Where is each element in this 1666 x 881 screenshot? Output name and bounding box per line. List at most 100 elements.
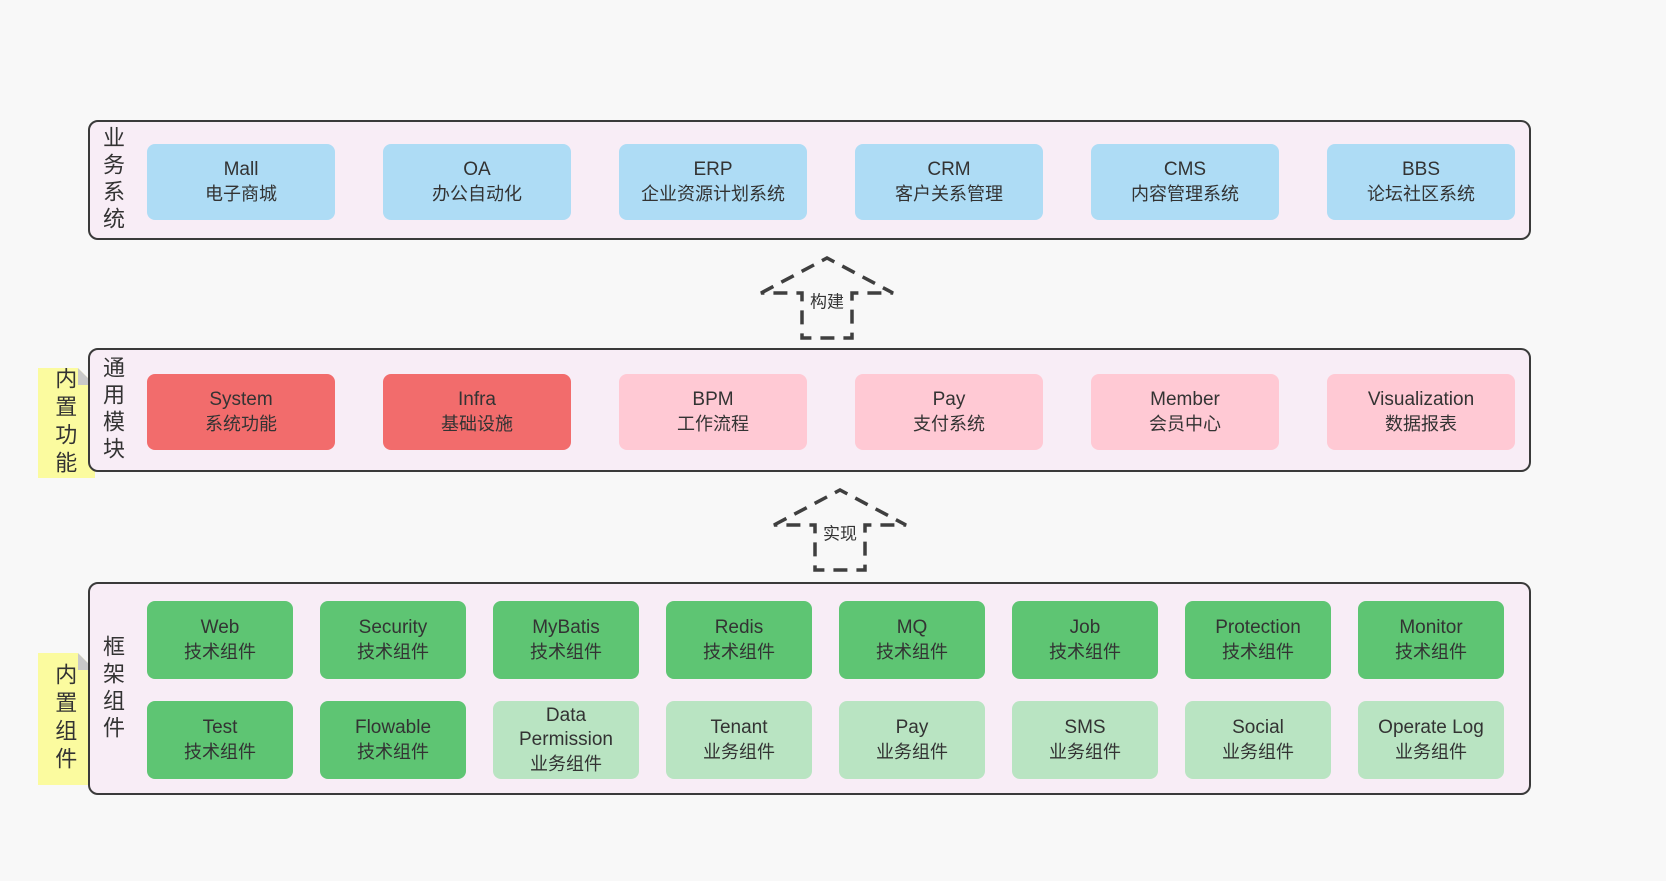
box-subtitle: 企业资源计划系统 (641, 183, 785, 204)
box-subtitle: 技术组件 (184, 641, 256, 662)
box-subtitle: 会员中心 (1149, 413, 1221, 434)
box-title: Pay (932, 388, 966, 410)
box-bpm: BPM 工作流程 (619, 374, 807, 450)
sticky-note-label: 内置组件 (52, 663, 78, 775)
box-title: Tenant (710, 716, 768, 738)
box-protection: Protection 技术组件 (1185, 601, 1331, 679)
box-subtitle: 业务组件 (703, 741, 775, 762)
box-title: CRM (927, 158, 971, 180)
box-test: Test 技术组件 (147, 701, 293, 779)
box-title: Flowable (354, 716, 432, 738)
band-framework-components: 框架组件 Web 技术组件 Security 技术组件 MyBatis 技术组件… (88, 582, 1531, 795)
box-title: Test (202, 716, 238, 738)
box-sms: SMS 业务组件 (1012, 701, 1158, 779)
box-title: BBS (1401, 158, 1441, 180)
band-label-common-modules: 通用模块 (100, 356, 125, 464)
box-title: Social (1232, 716, 1284, 738)
box-subtitle: 技术组件 (357, 641, 429, 662)
sticky-note-built-in-functions: 内置功能 (38, 368, 95, 478)
box-infra: Infra 基础设施 (383, 374, 571, 450)
box-member: Member 会员中心 (1091, 374, 1279, 450)
box-cms: CMS 内容管理系统 (1091, 144, 1279, 220)
box-subtitle: 技术组件 (1395, 641, 1467, 662)
box-mall: Mall 电子商城 (147, 144, 335, 220)
box-title: CMS (1163, 158, 1207, 180)
box-tenant: Tenant 业务组件 (666, 701, 812, 779)
box-subtitle: 技术组件 (1049, 641, 1121, 662)
box-title: BPM (692, 388, 734, 410)
box-social: Social 业务组件 (1185, 701, 1331, 779)
box-mq: MQ 技术组件 (839, 601, 985, 679)
box-mybatis: MyBatis 技术组件 (493, 601, 639, 679)
box-title: Web (200, 616, 240, 638)
box-pay: Pay 支付系统 (855, 374, 1043, 450)
dashed-up-arrow-icon (773, 488, 907, 572)
box-subtitle: 技术组件 (876, 641, 948, 662)
box-subtitle: 支付系统 (913, 413, 985, 434)
box-subtitle: 论坛社区系统 (1367, 183, 1475, 204)
band-label-business-systems: 业务系统 (100, 126, 125, 234)
box-title: Job (1069, 616, 1101, 638)
box-subtitle: 系统功能 (205, 413, 277, 434)
box-title: SMS (1064, 716, 1106, 738)
box-subtitle: 技术组件 (530, 641, 602, 662)
box-subtitle: 业务组件 (1395, 741, 1467, 762)
box-system: System 系统功能 (147, 374, 335, 450)
box-title: Pay (895, 716, 929, 738)
band-label-framework-components: 框架组件 (100, 634, 125, 743)
box-title: OA (463, 158, 491, 180)
band-business-systems: 业务系统 Mall 电子商城 OA 办公自动化 ERP 企业资源计划系统 CRM… (88, 120, 1531, 240)
box-subtitle: 业务组件 (876, 741, 948, 762)
box-web: Web 技术组件 (147, 601, 293, 679)
box-bbs: BBS 论坛社区系统 (1327, 144, 1515, 220)
box-visualization: Visualization 数据报表 (1327, 374, 1515, 450)
box-subtitle: 基础设施 (441, 413, 513, 434)
box-subtitle: 内容管理系统 (1131, 183, 1239, 204)
box-pay-business: Pay 业务组件 (839, 701, 985, 779)
box-monitor: Monitor 技术组件 (1358, 601, 1504, 679)
box-title: Member (1150, 388, 1220, 410)
box-operate-log: Operate Log 业务组件 (1358, 701, 1504, 779)
box-subtitle: 业务组件 (1222, 741, 1294, 762)
box-title: ERP (693, 158, 733, 180)
box-subtitle: 客户关系管理 (895, 183, 1003, 204)
box-title: Data Permission (519, 704, 613, 751)
box-crm: CRM 客户关系管理 (855, 144, 1043, 220)
box-redis: Redis 技术组件 (666, 601, 812, 679)
box-title: MyBatis (532, 616, 600, 638)
box-data-permission: Data Permission 业务组件 (493, 701, 639, 779)
box-title: Redis (714, 616, 764, 638)
box-subtitle: 技术组件 (1222, 641, 1294, 662)
box-erp: ERP 企业资源计划系统 (619, 144, 807, 220)
box-subtitle: 技术组件 (703, 641, 775, 662)
box-title: System (209, 388, 273, 410)
box-title: Operate Log (1378, 716, 1484, 738)
box-subtitle: 技术组件 (357, 741, 429, 762)
band-common-modules: 通用模块 System 系统功能 Infra 基础设施 BPM 工作流程 Pay… (88, 348, 1531, 472)
box-subtitle: 电子商城 (205, 183, 277, 204)
box-subtitle: 业务组件 (1049, 741, 1121, 762)
arrow-label: 实现 (818, 517, 862, 547)
box-title: Visualization (1367, 388, 1475, 410)
arrow-implement: 实现 (770, 486, 910, 574)
box-subtitle: 办公自动化 (432, 183, 522, 204)
box-job: Job 技术组件 (1012, 601, 1158, 679)
box-title: Security (358, 616, 428, 638)
box-title: MQ (896, 616, 928, 638)
box-subtitle: 业务组件 (530, 754, 602, 774)
box-flowable: Flowable 技术组件 (320, 701, 466, 779)
arrow-label: 构建 (805, 285, 849, 315)
sticky-note-label: 内置功能 (52, 367, 78, 479)
dashed-up-arrow-icon (760, 256, 894, 340)
box-title: Infra (457, 388, 497, 410)
arrow-build: 构建 (757, 254, 897, 342)
box-subtitle: 工作流程 (677, 413, 749, 434)
box-title: Monitor (1399, 616, 1463, 638)
box-subtitle: 技术组件 (184, 741, 256, 762)
box-subtitle: 数据报表 (1385, 413, 1457, 434)
sticky-note-built-in-components: 内置组件 (38, 653, 95, 785)
box-security: Security 技术组件 (320, 601, 466, 679)
box-title: Protection (1215, 616, 1301, 638)
box-oa: OA 办公自动化 (383, 144, 571, 220)
